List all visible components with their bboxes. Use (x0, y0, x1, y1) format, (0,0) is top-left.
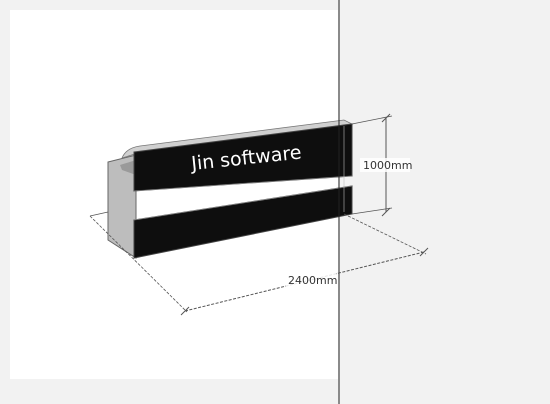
width-tick (180, 306, 190, 316)
height-tick (381, 207, 391, 217)
width-label-background (286, 273, 336, 287)
width-dimension-label: 2400mm (288, 274, 337, 287)
height-extension-line (351, 207, 393, 215)
height-tick (381, 113, 391, 123)
height-label-background (360, 158, 410, 172)
billboard-side-edge (120, 160, 136, 175)
width-extension-line (89, 215, 188, 313)
height-dimension-label: 1000mm (363, 159, 412, 172)
height-extension-line (351, 115, 393, 125)
drawing-area-background (10, 10, 338, 379)
width-extension-line (89, 211, 109, 217)
billboard-frame-line (133, 175, 353, 192)
billboard-frame-line (133, 185, 353, 221)
width-extension-line (343, 213, 427, 255)
width-tick (419, 247, 429, 257)
